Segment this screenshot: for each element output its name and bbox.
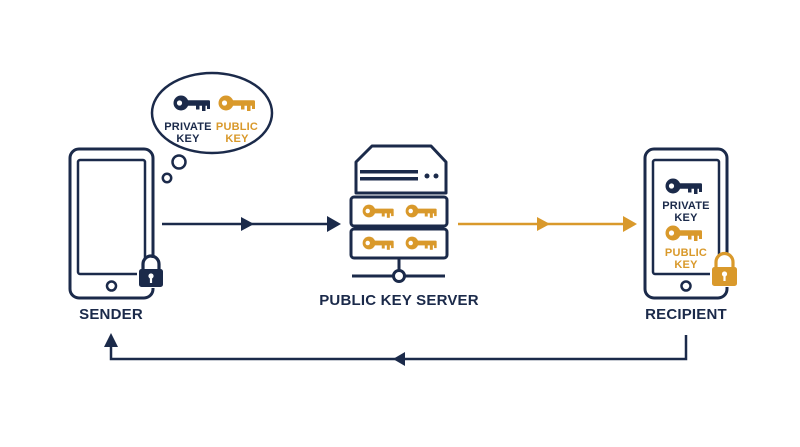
server-icon	[349, 144, 449, 283]
recipient-padlock-icon	[710, 251, 740, 287]
sender-label: SENDER	[79, 306, 143, 323]
sender-phone-icon	[68, 147, 155, 300]
recipient-phone-icon	[643, 147, 729, 300]
recipient-public-key-icon	[665, 225, 702, 241]
bubble-private-key-label: PRIVATE KEY	[164, 121, 212, 145]
arrow-recipient-to-sender	[104, 333, 688, 366]
recipient-private-key-icon	[665, 178, 702, 194]
bubble-public-key-label: PUBLIC KEY	[215, 121, 259, 145]
sender-padlock-icon	[137, 254, 165, 288]
arrow-server-to-recipient	[458, 216, 637, 232]
thought-bubble	[150, 71, 274, 184]
arrow-sender-to-server	[162, 216, 341, 232]
recipient-private-key-label: PRIVATE KEY	[662, 200, 710, 224]
server-label: PUBLIC KEY SERVER	[319, 292, 479, 309]
recipient-label: RECIPIENT	[645, 306, 727, 323]
recipient-public-key-label: PUBLIC KEY	[664, 247, 708, 271]
